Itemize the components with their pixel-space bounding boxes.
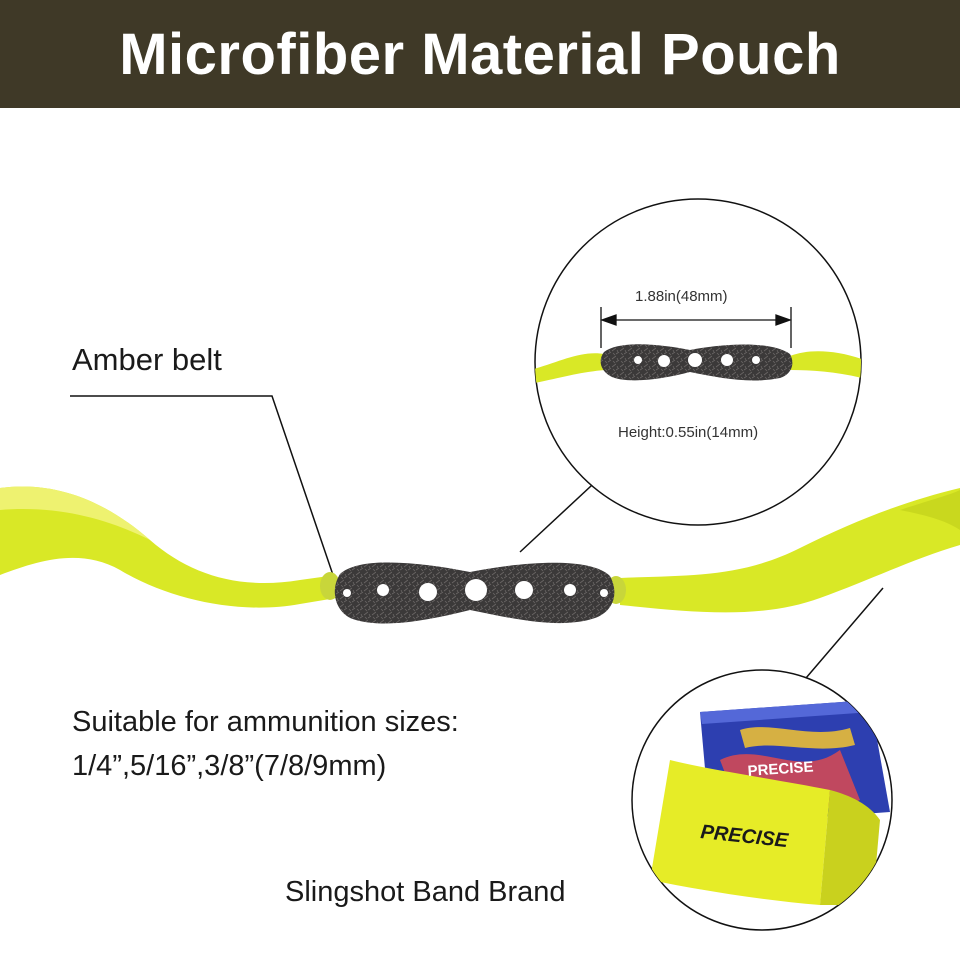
zoom-detail-circle (534, 198, 862, 526)
band-right (620, 488, 960, 613)
ammo-sizes-values: 1/4”,5/16”,3/8”(7/8/9mm) (72, 750, 387, 782)
width-label: 1.88in(48mm) (635, 288, 728, 305)
brand-circle: PRECISE PRECISE (631, 669, 893, 931)
pouch-holes (343, 579, 608, 601)
page-title: Microfiber Material Pouch (119, 21, 841, 87)
zoom-leader (519, 472, 606, 553)
height-label: Height:0.55in(14mm) (618, 424, 759, 441)
box-brand-text: PRECISE (747, 758, 814, 780)
brand-band (650, 760, 830, 905)
microfiber-pouch-main (334, 562, 615, 624)
ammo-sizes-heading: Suitable for ammunition sizes: (72, 706, 459, 738)
band-left (0, 486, 336, 608)
amber-belt-label: Amber belt (72, 342, 222, 377)
width-dimension (600, 307, 792, 348)
brand-leader (805, 587, 884, 679)
amber-belt-leader (70, 395, 334, 576)
band-left-shadow (0, 486, 150, 540)
leader-lines (70, 395, 884, 679)
band-right-fold (900, 490, 960, 530)
title-banner: Microfiber Material Pouch (0, 0, 960, 108)
brand-label: Slingshot Band Brand (285, 876, 566, 908)
